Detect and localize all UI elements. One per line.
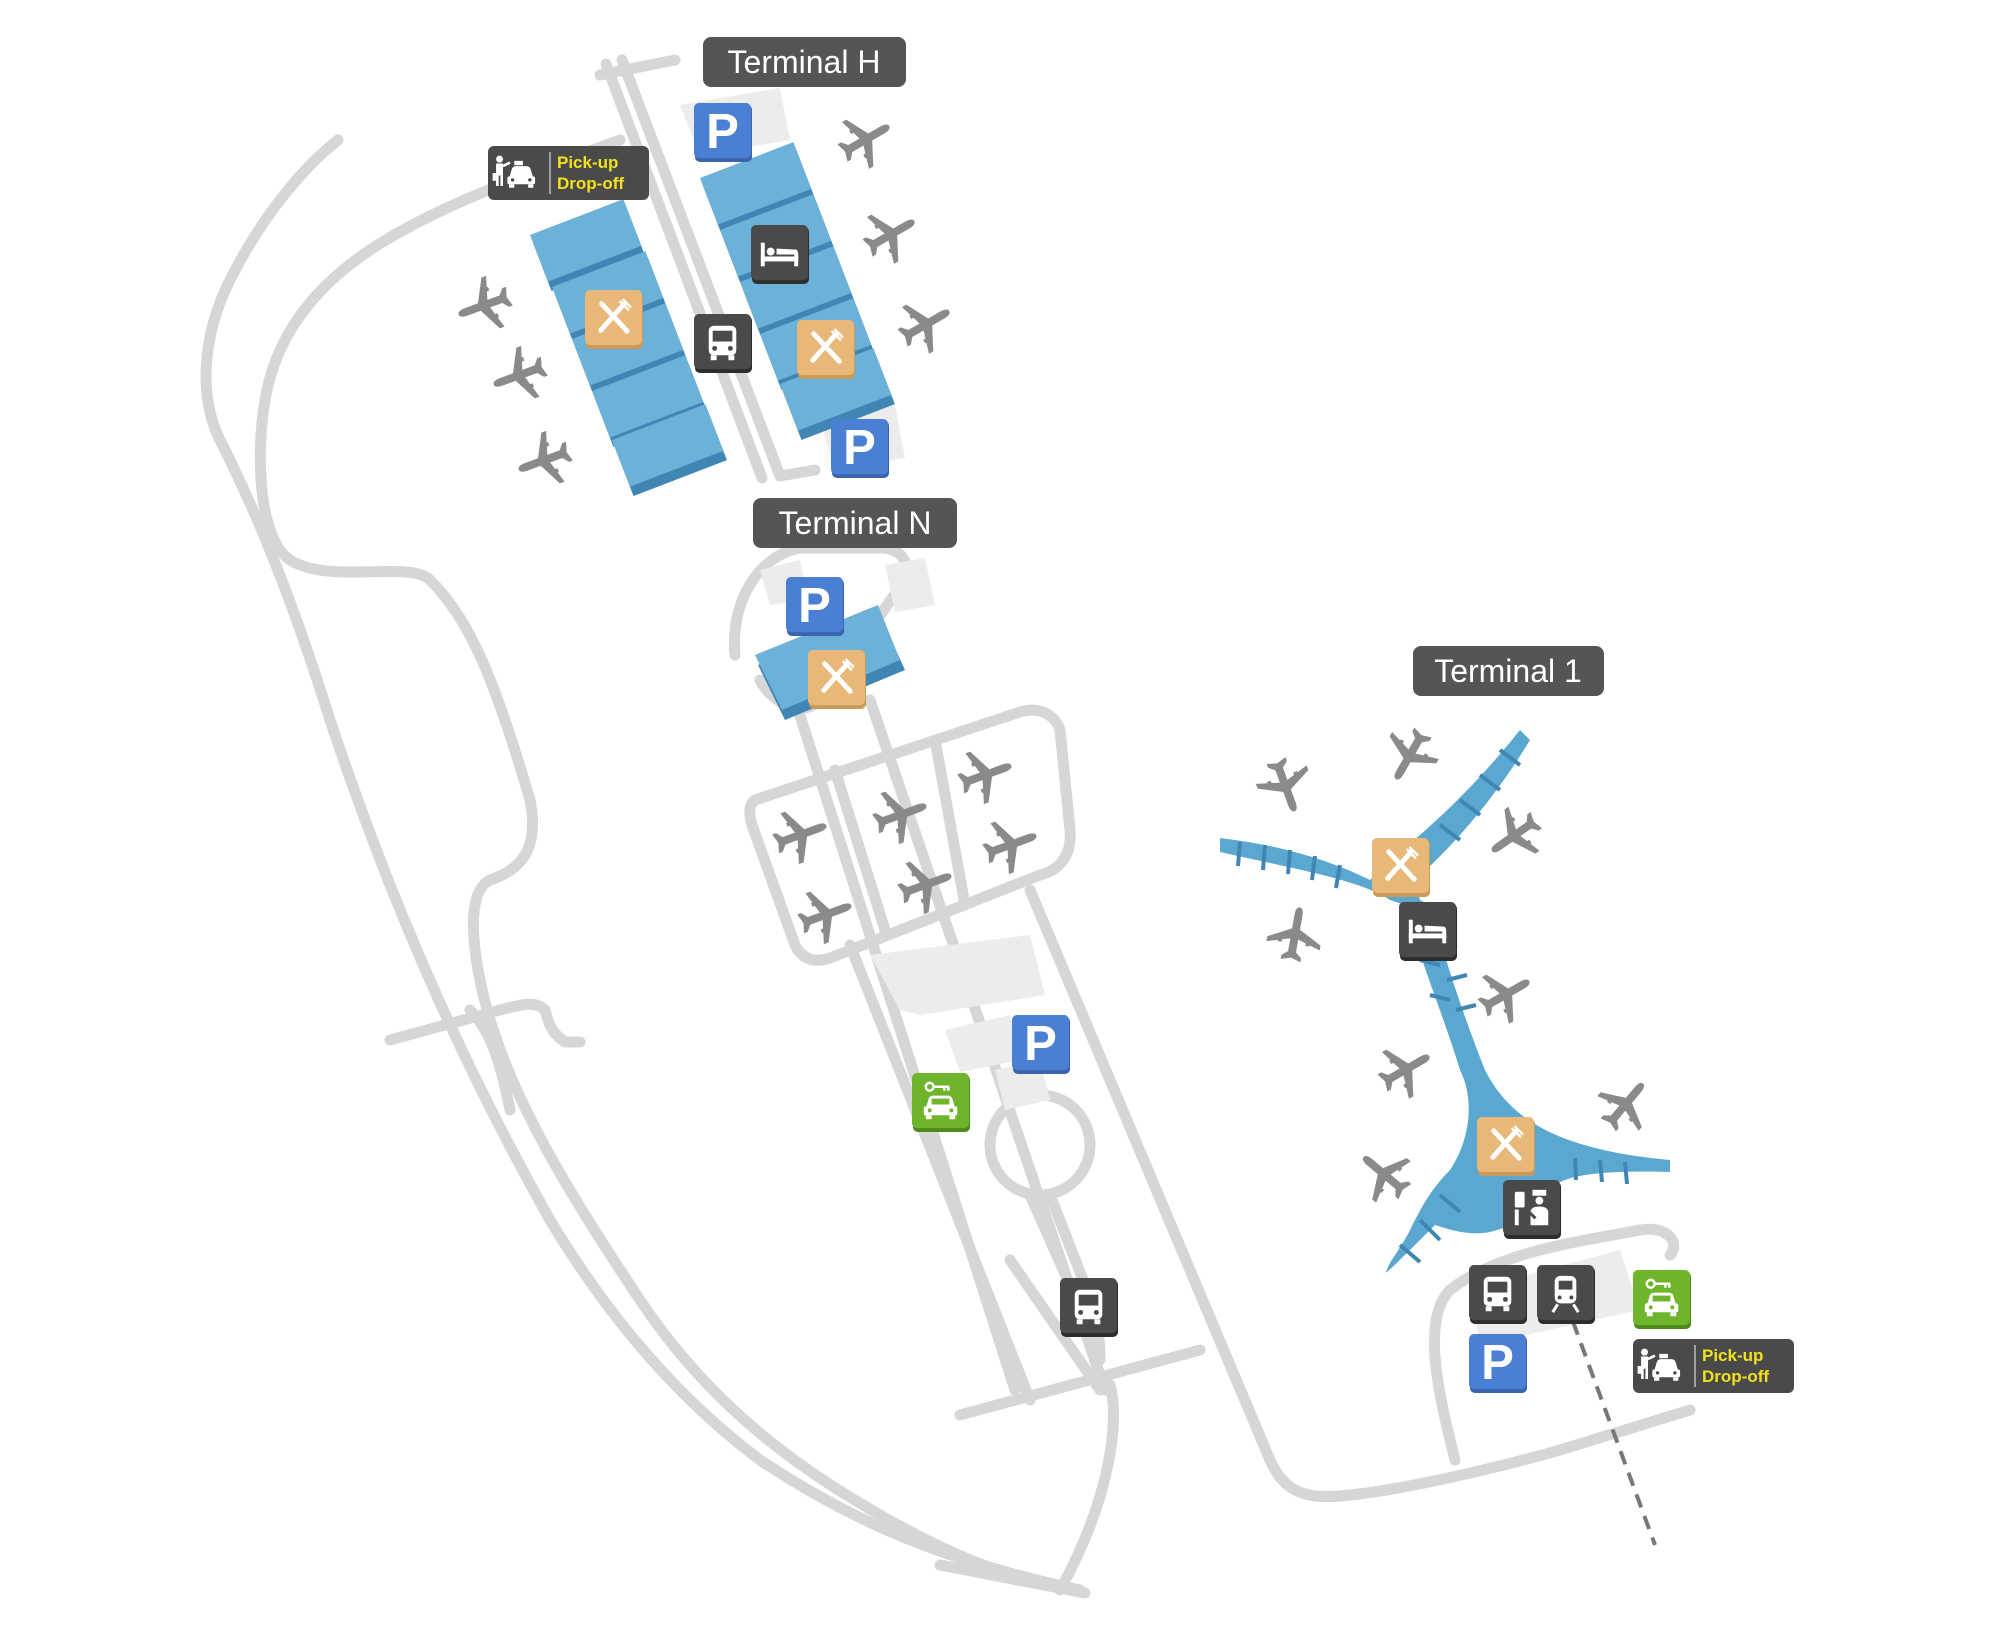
terminal-label-n[interactable]: Terminal N <box>753 498 957 548</box>
terminal-h-west-building <box>530 199 727 497</box>
rail-line <box>1563 1299 1657 1546</box>
pickup-label: Pick-up <box>557 153 618 172</box>
airplane-icon <box>1250 751 1320 821</box>
airplane-icon <box>1263 902 1327 966</box>
dropoff-label: Drop-off <box>1702 1367 1769 1386</box>
terminal-label-1[interactable]: Terminal 1 <box>1413 646 1604 696</box>
parking-icon[interactable] <box>1469 1334 1528 1393</box>
airplane-icon <box>976 810 1046 880</box>
bus-icon[interactable] <box>1060 1278 1119 1337</box>
airplane-icon <box>509 425 579 495</box>
parking-icon[interactable] <box>1012 1015 1071 1074</box>
restaurant-icon[interactable] <box>797 320 855 379</box>
restaurant-icon[interactable] <box>585 290 643 349</box>
dropoff-label: Drop-off <box>557 174 624 193</box>
bus-icon[interactable] <box>694 314 753 373</box>
bus-icon[interactable] <box>1469 1265 1528 1324</box>
terminal-h-label: Terminal H <box>728 44 881 80</box>
terminal-1-building <box>1220 730 1670 1273</box>
car-rental-icon[interactable] <box>912 1073 971 1132</box>
security-icon[interactable] <box>1503 1180 1562 1239</box>
parking-icon[interactable] <box>694 103 753 162</box>
parking-icon[interactable] <box>831 419 890 478</box>
train-icon[interactable] <box>1537 1265 1596 1324</box>
airplane-icon <box>853 197 928 272</box>
parking-icon[interactable] <box>786 577 845 636</box>
car-rental-icon[interactable] <box>1633 1270 1692 1329</box>
pickup-label: Pick-up <box>1702 1346 1763 1365</box>
airplane-icon <box>1372 718 1447 793</box>
pickup-dropoff-terminal-h[interactable]: Pick-up Drop-off <box>488 146 649 200</box>
airplane-icon <box>951 740 1021 810</box>
airplane-icon <box>1587 1066 1664 1143</box>
airplane-icon <box>449 270 519 340</box>
airplane-icon <box>828 102 903 177</box>
airplane-icon <box>888 287 963 362</box>
hotel-icon[interactable] <box>751 225 810 284</box>
airplane-icon <box>484 340 554 410</box>
restaurant-icon[interactable] <box>808 650 866 709</box>
terminal-label-h[interactable]: Terminal H <box>703 37 906 87</box>
terminal-n-label: Terminal N <box>779 505 932 541</box>
airplane-icon <box>1368 1032 1443 1107</box>
airplane-icon <box>1476 797 1552 874</box>
airplane-icon <box>1346 1136 1423 1213</box>
hotel-icon[interactable] <box>1399 902 1458 961</box>
terminal-1-label: Terminal 1 <box>1434 653 1582 689</box>
pickup-dropoff-terminal-1[interactable]: Pick-up Drop-off <box>1633 1339 1794 1393</box>
restaurant-icon[interactable] <box>1372 838 1430 897</box>
airplane-icon <box>1468 957 1543 1032</box>
restaurant-icon[interactable] <box>1477 1117 1535 1176</box>
